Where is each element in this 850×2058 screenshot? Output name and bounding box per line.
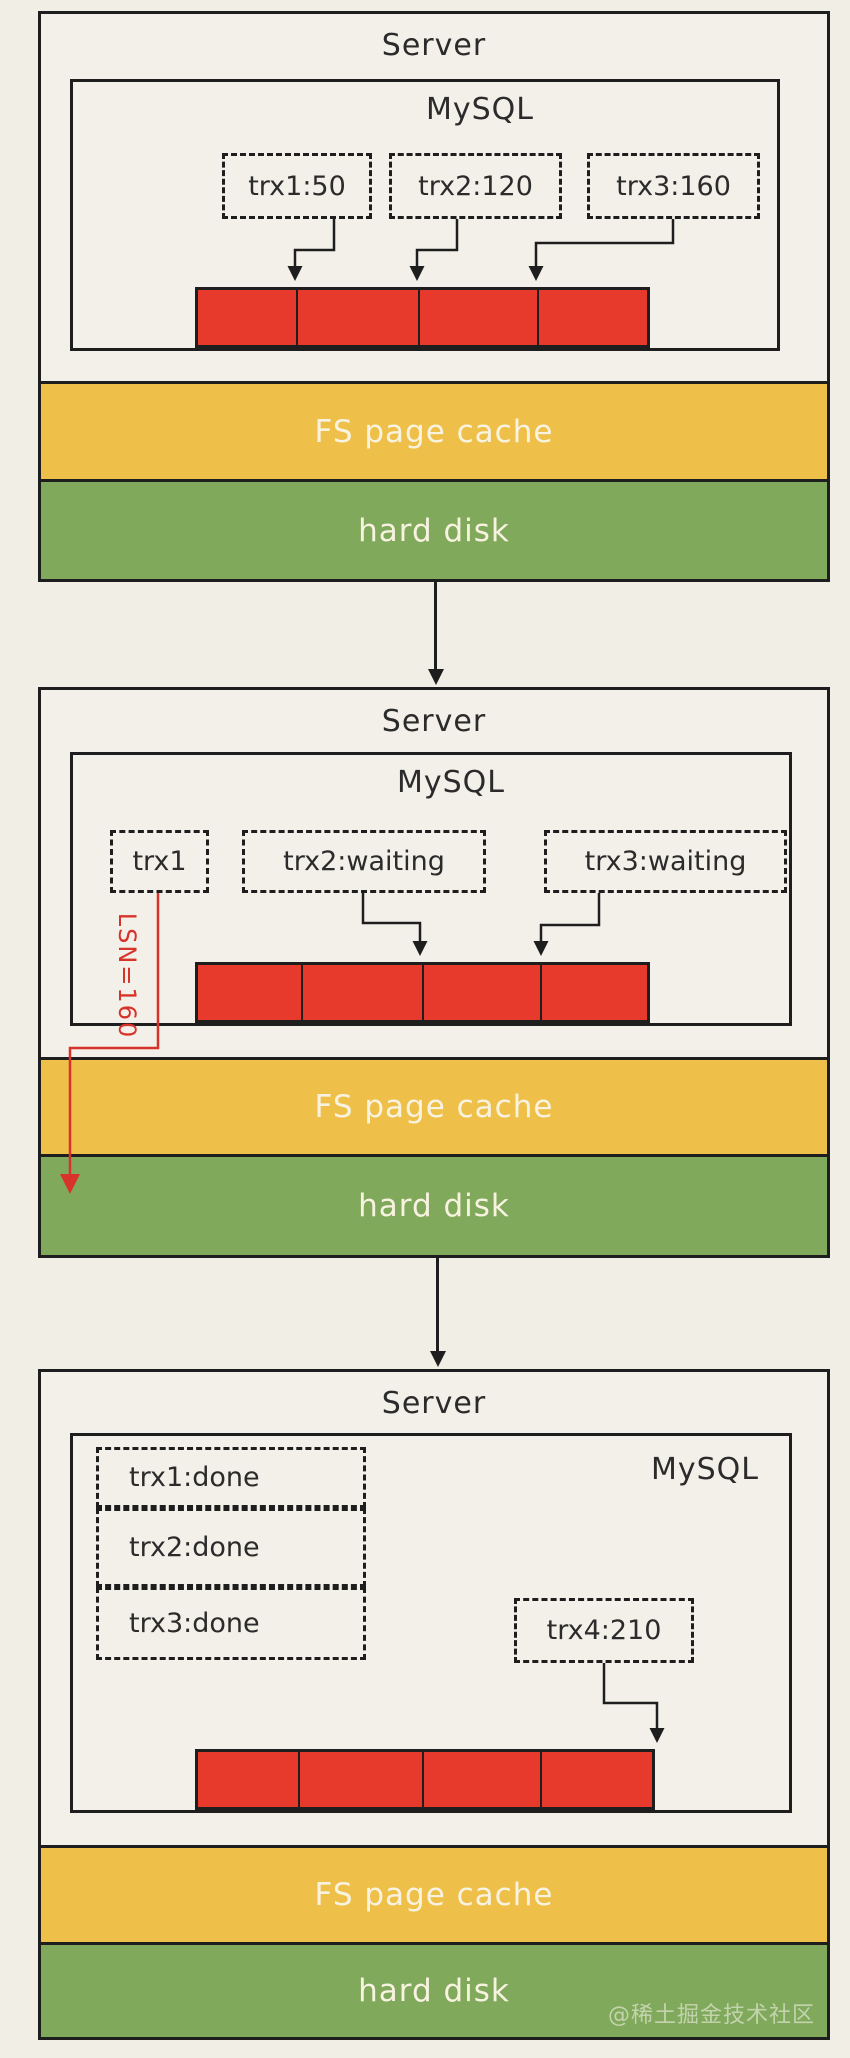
transaction-label: trx2:done [129, 1532, 260, 1563]
redo-log-buffer [195, 1749, 655, 1810]
transaction-label: trx1:done [129, 1462, 260, 1493]
log-segment [424, 965, 542, 1020]
hard-disk-label: hard disk [358, 1973, 510, 2009]
log-segment [300, 1752, 424, 1807]
fs-page-cache-bar: FS page cache [41, 381, 827, 482]
fs-page-cache-label: FS page cache [314, 1877, 554, 1913]
log-segment [198, 965, 303, 1020]
transaction-label: trx1:50 [248, 170, 346, 202]
hard-disk-bar: hard disk [41, 1157, 827, 1255]
transaction-box-trx2: trx2:120 [389, 153, 562, 219]
trx2-arrow [409, 219, 459, 281]
log-segment [420, 290, 539, 345]
transaction-box-trx1-done: trx1:done [96, 1447, 366, 1508]
trx4-arrow [602, 1663, 665, 1743]
mysql-box: MySQL trx1:50 trx2:120 trx3:160 [70, 79, 780, 351]
mysql-label: MySQL [650, 1452, 759, 1487]
transaction-label: trx3:done [129, 1608, 260, 1639]
log-segment [303, 965, 424, 1020]
transaction-box-trx2: trx2:waiting [242, 830, 486, 893]
log-segment [198, 1752, 300, 1807]
redo-log-buffer [195, 287, 650, 348]
server-label: Server [381, 704, 487, 739]
server-label: Server [381, 28, 487, 63]
lsn-value-label: LSN=160 [113, 912, 141, 1040]
transaction-box-trx3: trx3:waiting [544, 830, 787, 893]
log-segment [298, 290, 420, 345]
transaction-box-trx3: trx3:160 [587, 153, 760, 219]
transaction-box-trx1: trx1 [110, 830, 209, 893]
hard-disk-bar: hard disk @稀土掘金技术社区 [41, 1945, 827, 2037]
server-panel-1: Server MySQL trx1:50 trx2:120 trx3:160 [38, 11, 830, 582]
fs-page-cache-bar: FS page cache [41, 1845, 827, 1945]
transaction-box-trx4: trx4:210 [514, 1598, 694, 1663]
server-panel-3: Server MySQL trx1:done trx2:done trx3:do… [38, 1369, 830, 2040]
trx2-arrow [361, 893, 428, 956]
fs-page-cache-label: FS page cache [314, 413, 554, 450]
trx3-arrow [533, 893, 601, 956]
mysql-box: MySQL trx1:done trx2:done trx3:done trx4… [70, 1433, 792, 1813]
hard-disk-bar: hard disk [41, 482, 827, 579]
transaction-label: trx3:waiting [584, 846, 747, 877]
transaction-box-trx2-done: trx2:done [96, 1508, 366, 1587]
log-segment [542, 1752, 652, 1807]
flow-arrow-down [434, 582, 437, 670]
log-segment [424, 1752, 542, 1807]
transaction-label: trx2:120 [418, 170, 533, 202]
transaction-label: trx2:waiting [283, 846, 445, 877]
redo-log-buffer [195, 962, 650, 1023]
fs-page-cache-bar: FS page cache [41, 1057, 827, 1157]
mysql-label: MySQL [425, 92, 534, 127]
transaction-label: trx4:210 [546, 1615, 662, 1646]
transaction-box-trx1: trx1:50 [222, 153, 372, 219]
transaction-label: trx1 [132, 846, 187, 877]
log-segment [539, 290, 647, 345]
trx3-arrow [528, 219, 675, 281]
hard-disk-label: hard disk [358, 512, 510, 549]
transaction-label: trx3:160 [616, 170, 731, 202]
hard-disk-label: hard disk [358, 1188, 510, 1224]
flow-arrow-down [436, 1258, 439, 1352]
server-label: Server [381, 1386, 487, 1421]
transaction-box-trx3-done: trx3:done [96, 1587, 366, 1660]
log-segment [542, 965, 647, 1020]
log-segment [198, 290, 298, 345]
server-panel-2: Server MySQL trx1 trx2:waiting trx3:wait… [38, 687, 830, 1258]
mysql-box: MySQL trx1 trx2:waiting trx3:waiting [70, 752, 792, 1026]
mysql-label: MySQL [396, 765, 505, 800]
fs-page-cache-label: FS page cache [314, 1089, 554, 1125]
watermark: @稀土掘金技术社区 [607, 2003, 815, 2028]
trx1-arrow [287, 219, 336, 281]
